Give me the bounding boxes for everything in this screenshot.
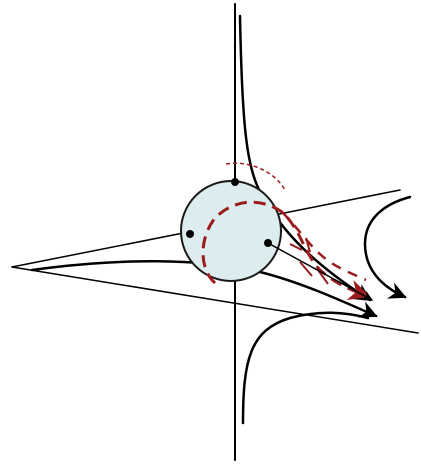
contact-point-top bbox=[231, 178, 239, 186]
hyperbola-lower-branch bbox=[243, 313, 368, 423]
dashed-red-ticks bbox=[290, 238, 328, 284]
central-sphere bbox=[181, 181, 281, 281]
hyperbola-right-branch bbox=[365, 197, 410, 297]
contact-point-left bbox=[186, 230, 194, 238]
